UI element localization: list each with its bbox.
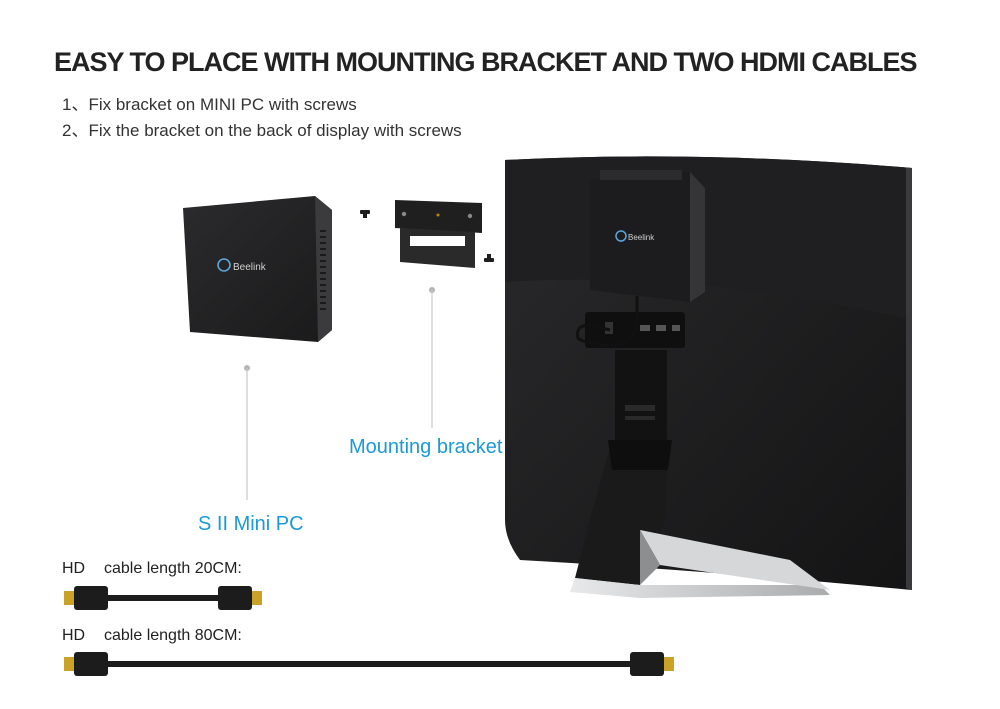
instruction-step-2: 2、Fix the bracket on the back of display…	[62, 121, 462, 140]
beelink-logo-icon	[217, 258, 231, 272]
mini-pc-standalone: Beelink	[183, 196, 332, 342]
monitor-stand	[570, 440, 830, 598]
cable-length-text: cable length 80CM:	[104, 627, 242, 644]
monitor-back	[505, 156, 912, 590]
screw-icon	[360, 210, 370, 218]
mini-pc-mounted: Beelink	[576, 170, 705, 347]
screw-icon	[484, 254, 494, 262]
cable-label-80cm: HD cable length 80CM:	[62, 627, 242, 645]
brand-logo-mounted: Beelink	[628, 233, 655, 242]
callout-line-mini-pc	[244, 365, 250, 500]
brand-logo: Beelink	[233, 262, 267, 273]
cable-prefix: HD	[62, 560, 86, 577]
callout-line-bracket	[429, 287, 435, 428]
cable-prefix: HD	[62, 627, 86, 644]
hdmi-cable-80cm	[64, 652, 674, 676]
cable-length-text: cable length 20CM:	[104, 560, 242, 577]
instruction-step-1: 1、Fix bracket on MINI PC with screws	[62, 95, 357, 114]
hdmi-cable-20cm	[64, 586, 262, 610]
page-title: EASY TO PLACE WITH MOUNTING BRACKET AND …	[54, 47, 917, 77]
cable-label-20cm: HD cable length 20CM:	[62, 560, 242, 578]
callout-mini-pc: S II Mini PC	[198, 513, 304, 535]
mounting-bracket	[395, 200, 482, 268]
callout-mounting-bracket: Mounting bracket	[349, 436, 503, 458]
